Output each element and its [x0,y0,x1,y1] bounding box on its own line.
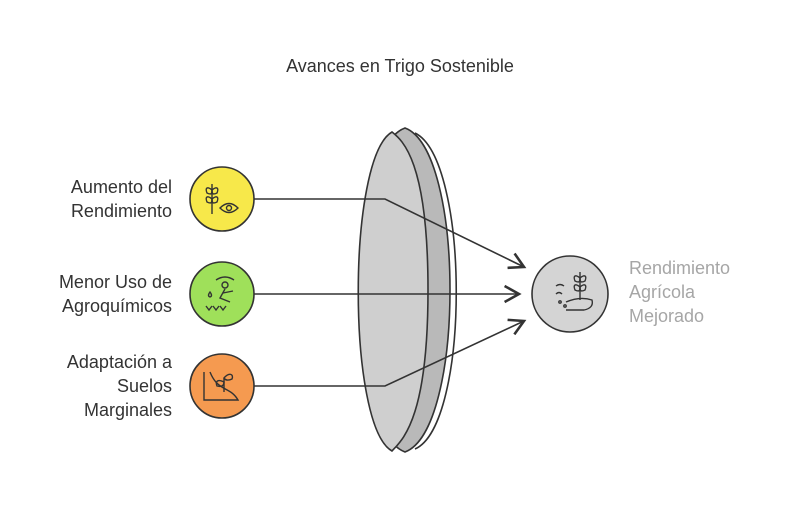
input-node-3 [189,353,255,419]
output-node [531,255,609,333]
output-label: Rendimiento Agrícola Mejorado [629,256,789,328]
output-node-circle [531,255,609,333]
output-label-line3: Mejorado [629,306,705,326]
sprout-slope-icon [203,371,240,401]
farmer-planting-icon [205,276,235,312]
input-label-3-line1: Adaptación a [66,352,172,372]
wheat-eye-icon [205,184,239,214]
input-label-3-line2: Suelos [116,376,172,396]
connector-3 [254,318,527,387]
input-label-1-line2: Rendimiento [70,201,172,221]
input-label-1-line1: Aumento del [70,177,172,197]
input-node-2 [189,261,255,327]
input-label-2-line2: Agroquímicos [61,296,172,316]
output-label-line2: Agrícola [629,282,696,302]
input-label-2-line1: Menor Uso de [58,272,172,292]
wheat-hand-icon [555,272,594,311]
input-label-3-line3: Marginales [83,400,172,420]
connectors [254,198,527,387]
input-node-1-circle [189,166,255,232]
input-label-3: Adaptación a Suelos Marginales [12,350,172,422]
input-label-2: Menor Uso de Agroquímicos [12,270,172,318]
connector-1 [254,198,527,270]
diagram-title: Avances en Trigo Sostenible [286,56,514,76]
input-label-1: Aumento del Rendimiento [12,175,172,223]
output-label-line1: Rendimiento [629,258,731,278]
lens [357,127,458,453]
input-node-1 [189,166,255,232]
